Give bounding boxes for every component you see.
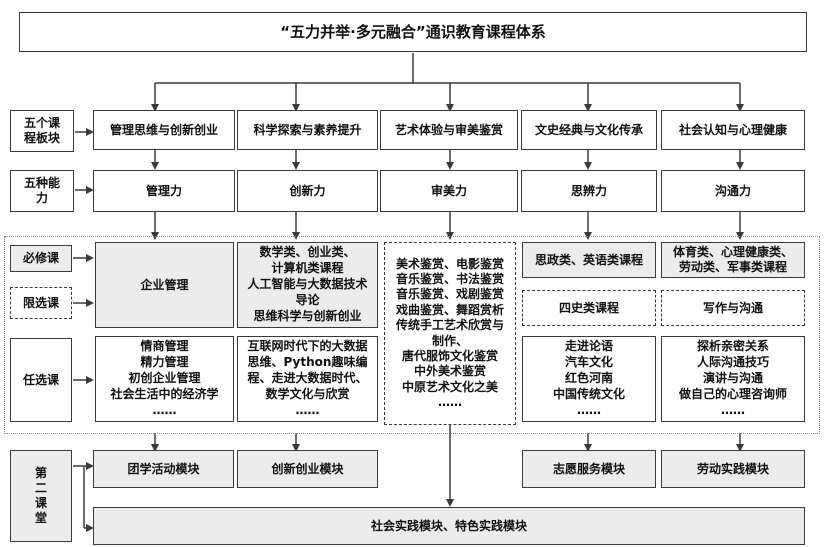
limited-culture: 四史类课程 [522,290,656,326]
required-item: 人工智能与大数据技术 [247,277,368,292]
row-label-modules-text: 五个课程板块 [23,116,60,145]
elective-management: 情商管理 精力管理 初创企业管理 社会生活中的经济学 …… [95,336,234,422]
course-item: 美术鉴赏、电影鉴赏 [395,256,504,271]
module-science: 科学探索与素养提升 [237,110,378,150]
elective-item: 数学文化与欣赏 [265,386,350,401]
module-league-activities: 团学活动模块 [93,450,234,488]
module-social-practice: 社会实践模块、特色实践模块 [93,507,805,545]
row-label-second-class: 第二课堂 [10,450,72,542]
ability-aesthetic: 审美力 [380,170,518,212]
course-item: 中原艺术文化之美 [401,379,498,394]
ability-management: 管理力 [93,170,235,212]
row-label-required: 必修课 [10,245,72,272]
limited-society: 写作与沟通 [661,290,805,326]
row-label-limited: 限选课 [10,287,72,319]
elective-item: 汽车文化 [564,355,613,370]
elective-culture: 走进论语 汽车文化 红色河南 中国传统文化 …… [522,336,656,422]
required-society: 体育类、心理健康类、 劳动类、军事类课程 [661,242,805,278]
course-item: 中外美术鉴赏 [413,364,486,379]
elective-item: 走进论语 [564,339,613,354]
module-volunteer-service: 志愿服务模块 [522,450,656,488]
row-label-modules: 五个课程板块 [10,110,74,152]
module-innovation-entrepreneurship: 创新创业模块 [237,450,378,488]
courses-art-combined: 美术鉴赏、电影鉴赏 音乐鉴赏、书法鉴赏 音乐鉴赏、戏剧鉴赏 戏曲鉴赏、舞蹈赏析 … [384,242,516,425]
elective-item: 做自己的心理咨询师 [678,386,787,401]
elective-item: 程、走进大数据时代、 [247,371,368,386]
module-labor-practice: 劳动实践模块 [661,450,805,488]
module-culture: 文史经典与文化传承 [521,110,657,150]
required-management: 企业管理 [95,242,234,328]
elective-item: 精力管理 [140,355,189,370]
elective-item: 红色河南 [564,371,613,386]
elective-item: 情商管理 [140,339,189,354]
required-culture: 思政类、英语类课程 [522,242,656,278]
required-item: 计算机类课程 [271,261,344,276]
elective-item: 初创企业管理 [128,371,201,386]
elective-item: 思维、Python趣味编 [247,355,368,370]
row-label-abilities-text: 五种能力 [23,176,60,205]
elective-item: 社会生活中的经济学 [110,386,219,401]
course-item: 制作、 [431,333,468,348]
ability-critical-thinking: 思辨力 [521,170,657,212]
elective-item: 互联网时代下的大数据 [247,339,368,354]
elective-item: …… [295,402,320,417]
row-label-abilities: 五种能力 [10,170,74,212]
course-item: 戏曲鉴赏、舞蹈赏析 [395,302,504,317]
required-item: 体育类、心理健康类、 [672,245,793,259]
elective-science: 互联网时代下的大数据 思维、Python趣味编 程、走进大数据时代、 数学文化与… [237,336,378,422]
course-item: 音乐鉴赏、书法鉴赏 [395,272,504,287]
row-label-elective: 任选课 [10,338,72,422]
module-art: 艺术体验与审美鉴赏 [380,110,518,150]
required-item: 思维科学与创新创业 [253,308,362,323]
elective-item: 中国传统文化 [552,386,625,401]
course-item: 音乐鉴赏、戏剧鉴赏 [395,287,504,302]
ability-innovation: 创新力 [237,170,378,212]
required-item: 劳动类、军事类课程 [678,260,787,274]
elective-item: 探析亲密关系 [696,339,769,354]
required-science: 数学类、创业类、 计算机类课程 人工智能与大数据技术 导论 思维科学与创新创业 [237,242,378,328]
elective-item: 演讲与沟通 [702,371,763,386]
course-area-frame [4,236,820,434]
elective-item: 人际沟通技巧 [696,355,769,370]
course-item: …… [438,394,462,409]
course-item: 唐代服饰文化鉴赏 [401,348,498,363]
elective-society: 探析亲密关系 人际沟通技巧 演讲与沟通 做自己的心理咨询师 …… [661,336,805,422]
required-item: 数学类、创业类、 [259,245,356,260]
elective-item: …… [152,402,177,417]
elective-item: …… [577,402,601,417]
diagram-title: “五力并举·多元融合”通识教育课程体系 [19,12,807,52]
module-society: 社会认知与心理健康 [661,110,805,150]
course-item: 传统手工艺术欣赏与 [395,318,504,333]
row-label-second-class-text: 第二课堂 [34,466,47,525]
module-management: 管理思维与创新创业 [93,110,235,150]
required-item: 导论 [295,292,320,307]
ability-communication: 沟通力 [661,170,805,212]
elective-item: …… [721,402,745,417]
